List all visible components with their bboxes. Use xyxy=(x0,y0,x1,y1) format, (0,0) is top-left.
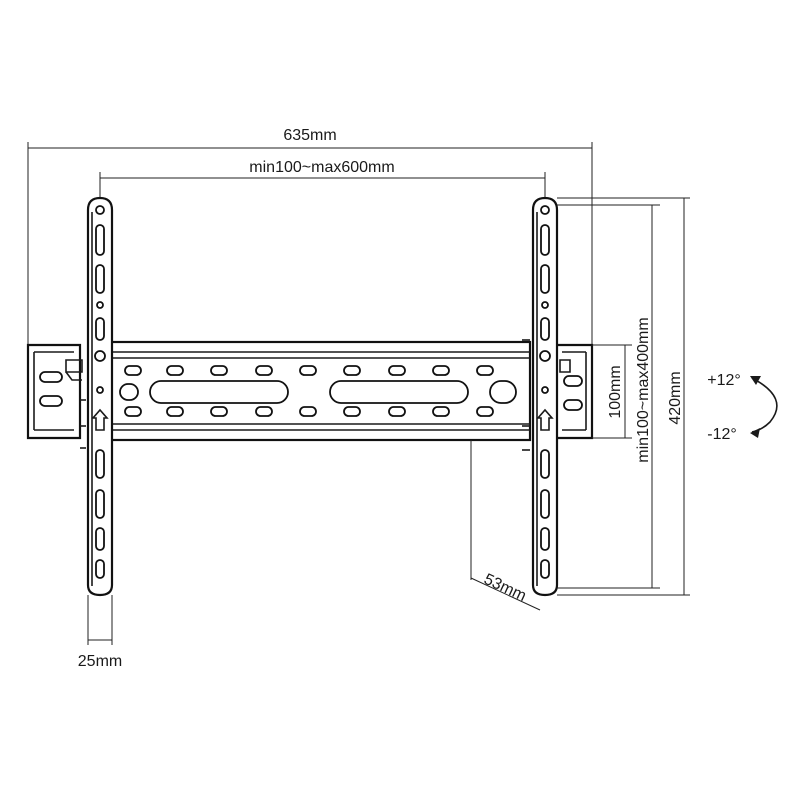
vesa-vertical-label: min100~max400mm xyxy=(635,317,652,462)
wall-plate-height-label: 100mm xyxy=(607,365,624,418)
wall-distance-dimension: 53mm xyxy=(470,440,541,611)
bracket-width-dimension: 25mm xyxy=(78,595,122,670)
wall-plate xyxy=(26,340,594,442)
tilt-up-label: +12° xyxy=(707,372,741,389)
vesa-vertical-dimension: min100~max400mm xyxy=(557,204,660,589)
tilt-indicator: +12° -12° xyxy=(707,372,778,443)
tilt-arrow-head-bottom-icon xyxy=(750,428,760,438)
wall-plate-height-dimension: 100mm xyxy=(592,344,632,439)
overall-width-dimension: 635mm xyxy=(27,127,593,345)
left-vertical-bracket xyxy=(65,196,114,597)
overall-height-label: 420mm xyxy=(667,371,684,424)
overall-width-label: 635mm xyxy=(283,127,336,144)
bracket-width-label: 25mm xyxy=(78,653,122,670)
vesa-horizontal-label: min100~max600mm xyxy=(249,159,394,176)
vesa-horizontal-dimension: min100~max600mm xyxy=(99,159,546,202)
wall-plate-slots-top xyxy=(124,365,494,376)
overall-height-dimension: 420mm xyxy=(557,197,690,596)
tilt-down-label: -12° xyxy=(707,426,737,443)
wall-plate-long-slot-right xyxy=(329,380,469,404)
tilt-arrow-head-top-icon xyxy=(750,376,761,385)
wall-plate-long-slot-left xyxy=(149,380,289,404)
wall-distance-label: 53mm xyxy=(481,571,528,605)
right-vertical-bracket xyxy=(522,196,571,597)
tilt-arc-arrow-icon xyxy=(751,377,778,433)
wall-plate-slots-bottom xyxy=(124,406,494,417)
